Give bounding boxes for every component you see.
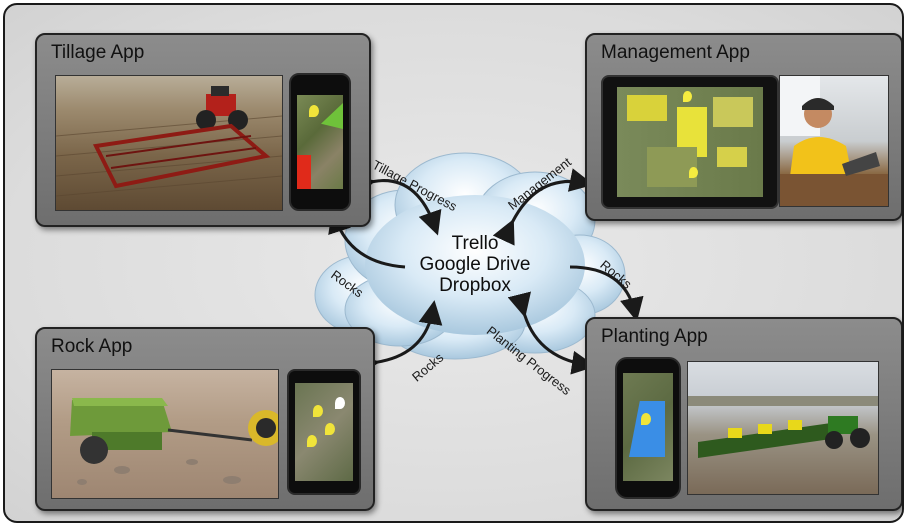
tillage-tractor-photo	[55, 75, 283, 211]
tillage-phone	[289, 73, 351, 211]
map-pin-icon	[307, 435, 317, 447]
rock-phone	[287, 369, 361, 495]
field-highlight	[717, 147, 747, 167]
panel-planting-app: Planting App	[585, 317, 902, 511]
field-block	[647, 147, 697, 187]
farmer-photo	[779, 75, 889, 207]
panel-management-app: Management App	[585, 33, 902, 221]
management-tablet	[601, 75, 779, 209]
arrow-rocks-rock-app	[354, 300, 443, 377]
map-pin-icon	[683, 91, 692, 102]
panel-tillage-app: Tillage App	[35, 33, 371, 227]
rock-picker-photo	[51, 369, 279, 499]
map-pin-icon	[325, 423, 335, 435]
service-dropbox: Dropbox	[439, 275, 511, 296]
panel-title: Planting App	[601, 326, 708, 347]
map-pin-icon	[641, 413, 651, 425]
panel-rock-app: Rock App	[35, 327, 375, 511]
map-pin-icon	[309, 105, 319, 117]
field-highlight	[627, 95, 667, 121]
panel-title: Management App	[601, 42, 750, 63]
panel-title: Rock App	[51, 336, 133, 357]
service-trello: Trello	[451, 233, 499, 254]
diagram-frame: Trello Google Drive Dropbox Tillage Prog…	[3, 3, 904, 523]
rock-zone-area	[297, 155, 311, 189]
map-pin-icon	[689, 167, 698, 178]
field-highlight	[713, 97, 753, 127]
panel-title: Tillage App	[51, 42, 145, 63]
service-google-drive: Google Drive	[419, 254, 531, 275]
arrow-planting-progress	[507, 291, 596, 375]
planter-photo	[687, 361, 879, 495]
map-pin-icon	[335, 397, 345, 409]
arrow-management	[492, 168, 594, 246]
arrow-tillage-progress	[349, 175, 442, 236]
map-pin-icon	[313, 405, 323, 417]
cloud-services: Trello Google Drive Dropbox	[395, 233, 555, 296]
arrow-rocks-to-planting	[569, 265, 644, 322]
planting-phone	[615, 357, 681, 499]
